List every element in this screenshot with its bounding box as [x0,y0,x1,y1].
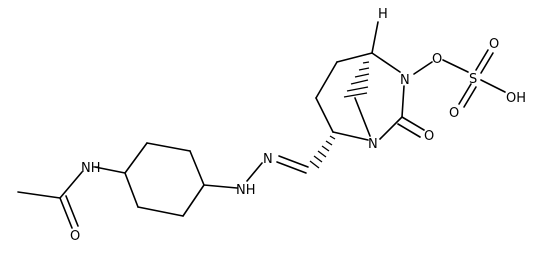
atom-label-s: S [469,72,477,87]
bond-c3-c4 [315,97,334,133]
bond-carbonyl-o-2 [397,123,421,138]
bond-ring-nh [94,166,126,174]
bond-c2-c3 [315,61,338,99]
atom-label-o-bottom: O [449,106,459,121]
bond-imine-2 [276,161,307,174]
atom-label-o-link: O [432,52,442,67]
atom-label-nh-hydrazine: NH [236,183,256,198]
bond-n-ring-c1 [371,52,401,73]
bond-c1-c2 [336,52,373,63]
bond-ring-b [137,206,184,217]
atom-label-n-ring: N [400,73,410,88]
bond-carbonyl-n-ring [401,85,405,118]
hashed-wedge-bridge [343,61,370,98]
bond-ring-e [146,142,191,152]
atom-label-n-imine: N [263,152,273,167]
bond-ring-f [189,150,205,186]
bond-imine-1 [278,155,309,168]
atom-label-o-carbonyl: O [424,129,434,144]
bond-s-oh [480,79,506,93]
bond-o-s [442,59,469,73]
bond-n-nh [246,162,263,182]
atom-label-oh: OH [506,91,526,106]
bond-nh-amide-c [59,171,83,199]
bond-ring-c [124,172,139,208]
bond-carbonyl-o-1 [401,116,425,131]
hashed-wedge-side-chain [309,135,336,169]
bond-s-o-bottom-2 [463,86,477,108]
bond-amide-c-methyl [17,191,61,199]
bond-s-o-bottom-1 [458,83,472,105]
bond-ring-a [182,184,205,217]
bond-s-o-top-1 [475,49,489,71]
bond-n-o [413,61,433,75]
atom-label-n-bridge: N [368,137,378,152]
bond-ring-d [124,142,148,174]
atom-label-nh-amide: NH [81,161,101,176]
bond-c4-n-bridge [332,131,369,141]
bond-nh-cyclohexyl [203,184,238,189]
atom-label-h: H [378,7,388,22]
atom-label-o-amide: O [70,229,80,244]
bond-n-bridge-carbonyl [379,116,403,140]
bond-amide-co-2 [65,195,79,227]
bond-amide-co-1 [59,197,73,229]
bond-bridge-to-n [354,97,371,137]
atom-label-o-top: O [489,37,499,52]
bond-s-o-top-2 [480,52,494,74]
bond-c1-h [371,21,379,54]
